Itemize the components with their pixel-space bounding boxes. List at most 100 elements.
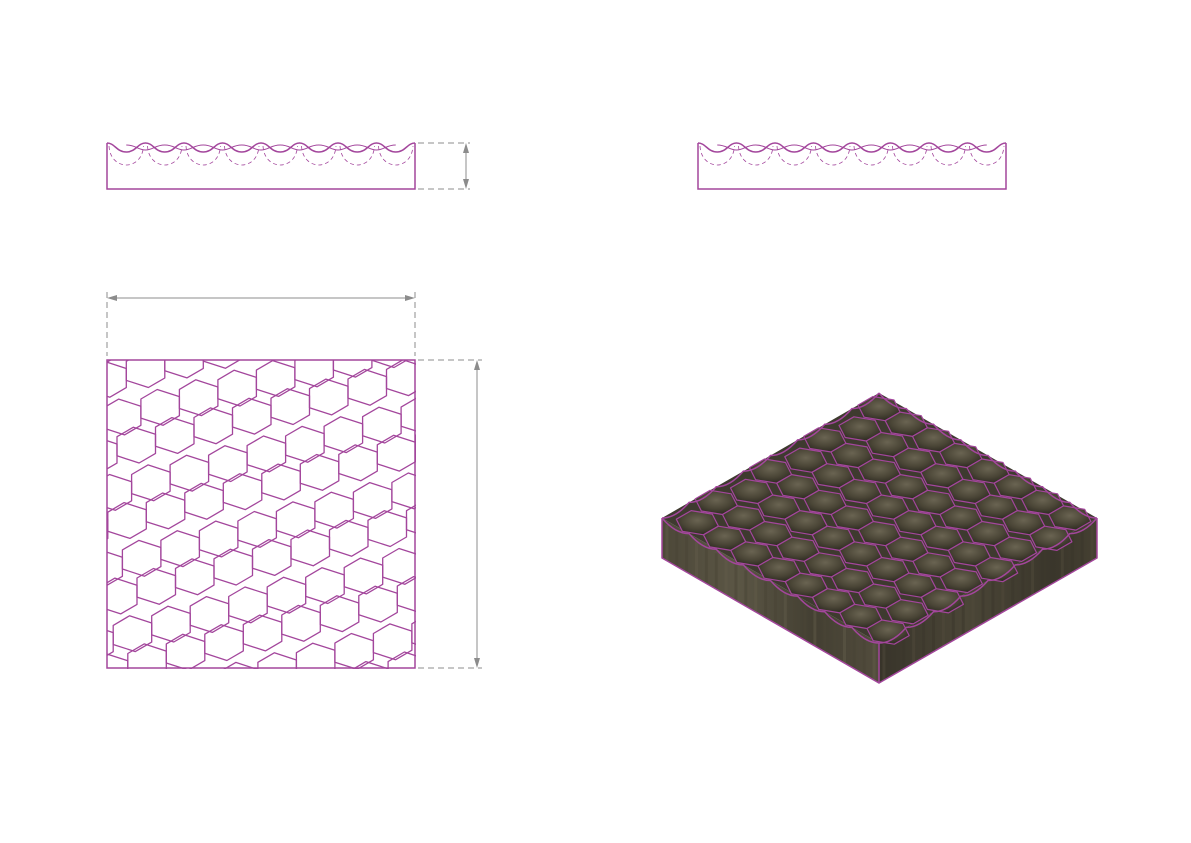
hexagon-cell [119, 719, 158, 755]
hexagon-cell [255, 360, 296, 398]
hexagon-cell [357, 294, 396, 330]
height-dimension [418, 142, 470, 190]
hexagon-cell [181, 672, 220, 708]
hexagon-cell [237, 510, 278, 548]
hexagon-cell [290, 529, 331, 567]
hexagon-cell [381, 256, 420, 292]
hexagon-cell [107, 440, 118, 470]
hexagon-cell [280, 313, 319, 349]
hexagon-cell [449, 313, 488, 349]
hexagon-cell [343, 266, 382, 302]
hexagon-cell [396, 575, 416, 612]
hexagon-cell [107, 360, 113, 363]
hexagon-cell [207, 445, 248, 483]
hexagon-cell [323, 416, 364, 454]
hexagon-cell [133, 360, 135, 361]
hexagon-cell [80, 729, 119, 765]
hexagon-cell [65, 701, 104, 737]
hexagon-cell [145, 492, 186, 530]
hexagon-cell [371, 360, 409, 369]
hexagon-cell [251, 538, 292, 577]
cell-grid [675, 395, 1092, 645]
hexagon-cell [107, 473, 133, 511]
hexagon-cell [107, 398, 142, 436]
hexagon-cell [246, 435, 287, 473]
hexagon-cell [440, 388, 479, 424]
hexagon-cell [270, 388, 311, 426]
hexagon-cell [367, 510, 408, 548]
hexagon-cell [169, 454, 210, 492]
hexagon-cell [352, 660, 389, 669]
front-left-rim [661, 517, 880, 644]
hexagon-cell [352, 481, 393, 520]
iso-cell [885, 598, 929, 625]
hexagon-cell [142, 682, 181, 718]
hexagon-cell [308, 378, 349, 416]
hexagon-cell [361, 406, 402, 444]
hexagon-cell [55, 484, 94, 520]
hexagon-cell [184, 482, 224, 520]
scalloped-secondary-edge [126, 144, 396, 151]
hexagon-cell [231, 397, 272, 435]
hexagon-cell [49, 371, 88, 407]
hexagon-cell [189, 595, 230, 634]
hexagon-cell [223, 661, 259, 669]
hexagon-cell [165, 633, 206, 669]
hexagon-cell [154, 416, 195, 455]
hexagon-cell [60, 588, 99, 624]
hexagon-cell [59, 296, 98, 332]
hexagon-cell [338, 444, 378, 482]
hexagon-cell [275, 501, 316, 539]
hexagon-cell [107, 501, 147, 540]
hexagon-cell [358, 585, 398, 623]
arrowhead-up [463, 143, 469, 153]
hexagon-cell [420, 247, 459, 283]
hexagon-cell [266, 576, 307, 614]
hexagon-cell [136, 567, 177, 605]
hexagon-cell [160, 530, 201, 568]
hexagon-cell [130, 464, 171, 502]
hexagon-cell [196, 700, 235, 736]
front-right-rim [878, 517, 1098, 644]
hexagon-cell [382, 547, 416, 585]
hexagon-cell [425, 350, 464, 386]
hexagon-cell [261, 463, 301, 501]
hidden-cup-profile [108, 145, 414, 166]
hexagon-cell [31, 522, 70, 558]
hexagon-cell [3, 748, 42, 784]
hexagon-cell [151, 605, 191, 643]
hidden-cup-profile [699, 145, 1005, 166]
hexagon-cell [150, 314, 189, 350]
hexagon-cell [127, 643, 167, 669]
hexagon-cell [234, 691, 273, 727]
hexagon-cell [213, 257, 252, 293]
hexagon-cell [319, 595, 360, 633]
iso-cell [974, 556, 1019, 583]
arrowhead-up [474, 360, 480, 370]
hexagon-cell [458, 237, 497, 273]
hexagon-cell [290, 238, 329, 274]
iso-cell [1029, 525, 1073, 552]
hexagon-cell [107, 518, 109, 540]
hexagon-cell [140, 388, 181, 426]
hexagon-cell [222, 473, 263, 511]
hexagon-cell [294, 360, 335, 388]
top-view [3, 199, 497, 784]
back-left-rim [661, 392, 880, 519]
hexagon-cell [251, 247, 290, 283]
hexagon-cell [415, 434, 416, 456]
hexagon-cell [189, 304, 228, 340]
hexagon-cell [107, 653, 129, 669]
arrowhead-down [463, 179, 469, 189]
hexagon-cell [305, 567, 345, 605]
hexagon-cell [193, 407, 234, 445]
hexagon-cell [242, 614, 283, 652]
hexagon-cell [125, 360, 166, 389]
hexagon-cell [367, 219, 406, 255]
iso-cell [920, 588, 965, 614]
hexagon-cell [242, 323, 280, 359]
hexagon-cell [42, 739, 81, 775]
hexagon-cell [273, 681, 312, 717]
hexagon-cell [444, 199, 483, 235]
